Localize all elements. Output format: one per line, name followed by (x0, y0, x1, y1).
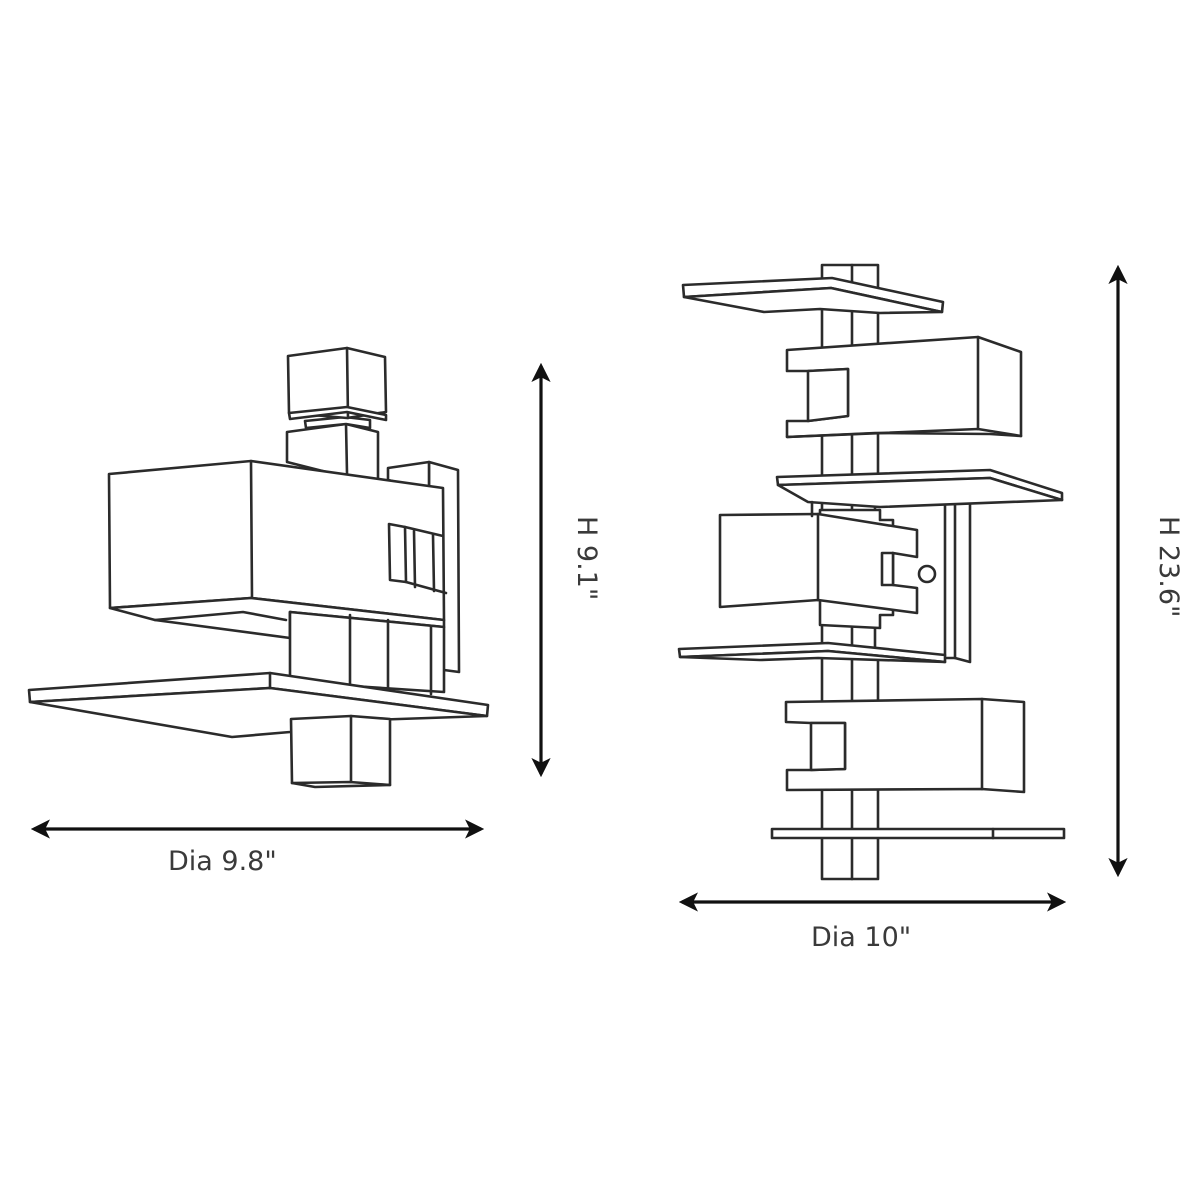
tall-height-label: H 23.6" (1153, 516, 1184, 618)
small-height-label: H 9.1" (571, 516, 602, 601)
stem (288, 610, 446, 696)
plate-1 (681, 276, 945, 315)
dimension-arrows (30, 264, 1128, 912)
bottom-cube (289, 714, 392, 789)
plate-3 (677, 641, 947, 664)
upper-cube-shade (785, 335, 1023, 439)
tall-sconce-drawing (677, 263, 1066, 881)
small-width-label: Dia 9.8" (168, 846, 277, 877)
plate-2 (775, 468, 1064, 509)
plate-4 (770, 827, 1066, 840)
small-sconce-drawing (27, 346, 490, 789)
tall-width-label: Dia 10" (811, 922, 912, 953)
lower-cube-shade (784, 697, 1026, 794)
top-cube (285, 346, 388, 487)
middle-cube-shade (718, 500, 919, 630)
main-cube (107, 459, 448, 622)
